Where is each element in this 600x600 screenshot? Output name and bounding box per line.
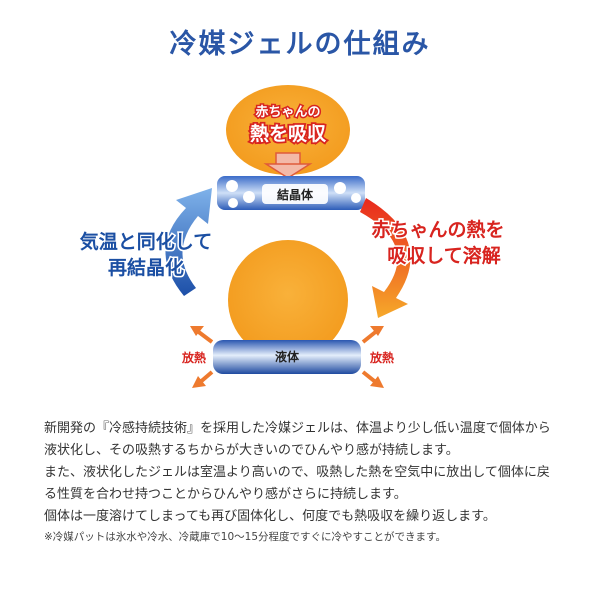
right-caption: 赤ちゃんの熱を 吸収して溶解 [371,218,504,267]
heat-release-right: 放熱 [363,326,394,388]
left-caption: 気温と同化して 再結晶化 [80,230,212,279]
description-para-3: 個体は一度溶けてしまっても再び固体化し、何度でも熱吸収を繰り返します。 [44,506,559,528]
top-bubble-line2: 熱を吸収 [250,122,327,145]
description-para-2: また、液状化したジェルは室温より高いので、吸熱した熱を空気中に放出して個体に戻る… [44,462,559,506]
description-para-1: 新開発の『冷感持続技術』を採用した冷媒ジェルは、体温より少し低い温度で個体から液… [44,418,559,462]
crystal-label: 結晶体 [277,187,314,202]
right-caption-line2: 吸収して溶解 [387,244,500,267]
liquid-label: 液体 [275,349,300,364]
heat-release-right-label: 放熱 [369,350,394,365]
liquid-bar: 液体 [213,340,361,374]
left-caption-line2: 再結晶化 [108,256,184,279]
crystal-bar: 結晶体 [217,176,365,210]
heat-release-left: 放熱 [181,326,212,388]
description: 新開発の『冷感持続技術』を採用した冷媒ジェルは、体温より少し低い温度で個体から液… [44,418,559,546]
cooling-gel-diagram: 赤ちゃんの 熱を吸収 結晶体 赤ちゃんの熱を 吸収して溶解 気温と同化して 再結… [0,0,600,400]
top-bubble-line1: 赤ちゃんの [255,104,320,120]
description-note: ※冷媒パットは氷水や冷水、冷蔵庫で10〜15分程度ですぐに冷やすことができます。 [44,528,559,546]
right-caption-line1: 赤ちゃんの熱を [371,218,504,241]
heat-release-left-label: 放熱 [181,350,206,365]
left-caption-line1: 気温と同化して [80,230,212,253]
